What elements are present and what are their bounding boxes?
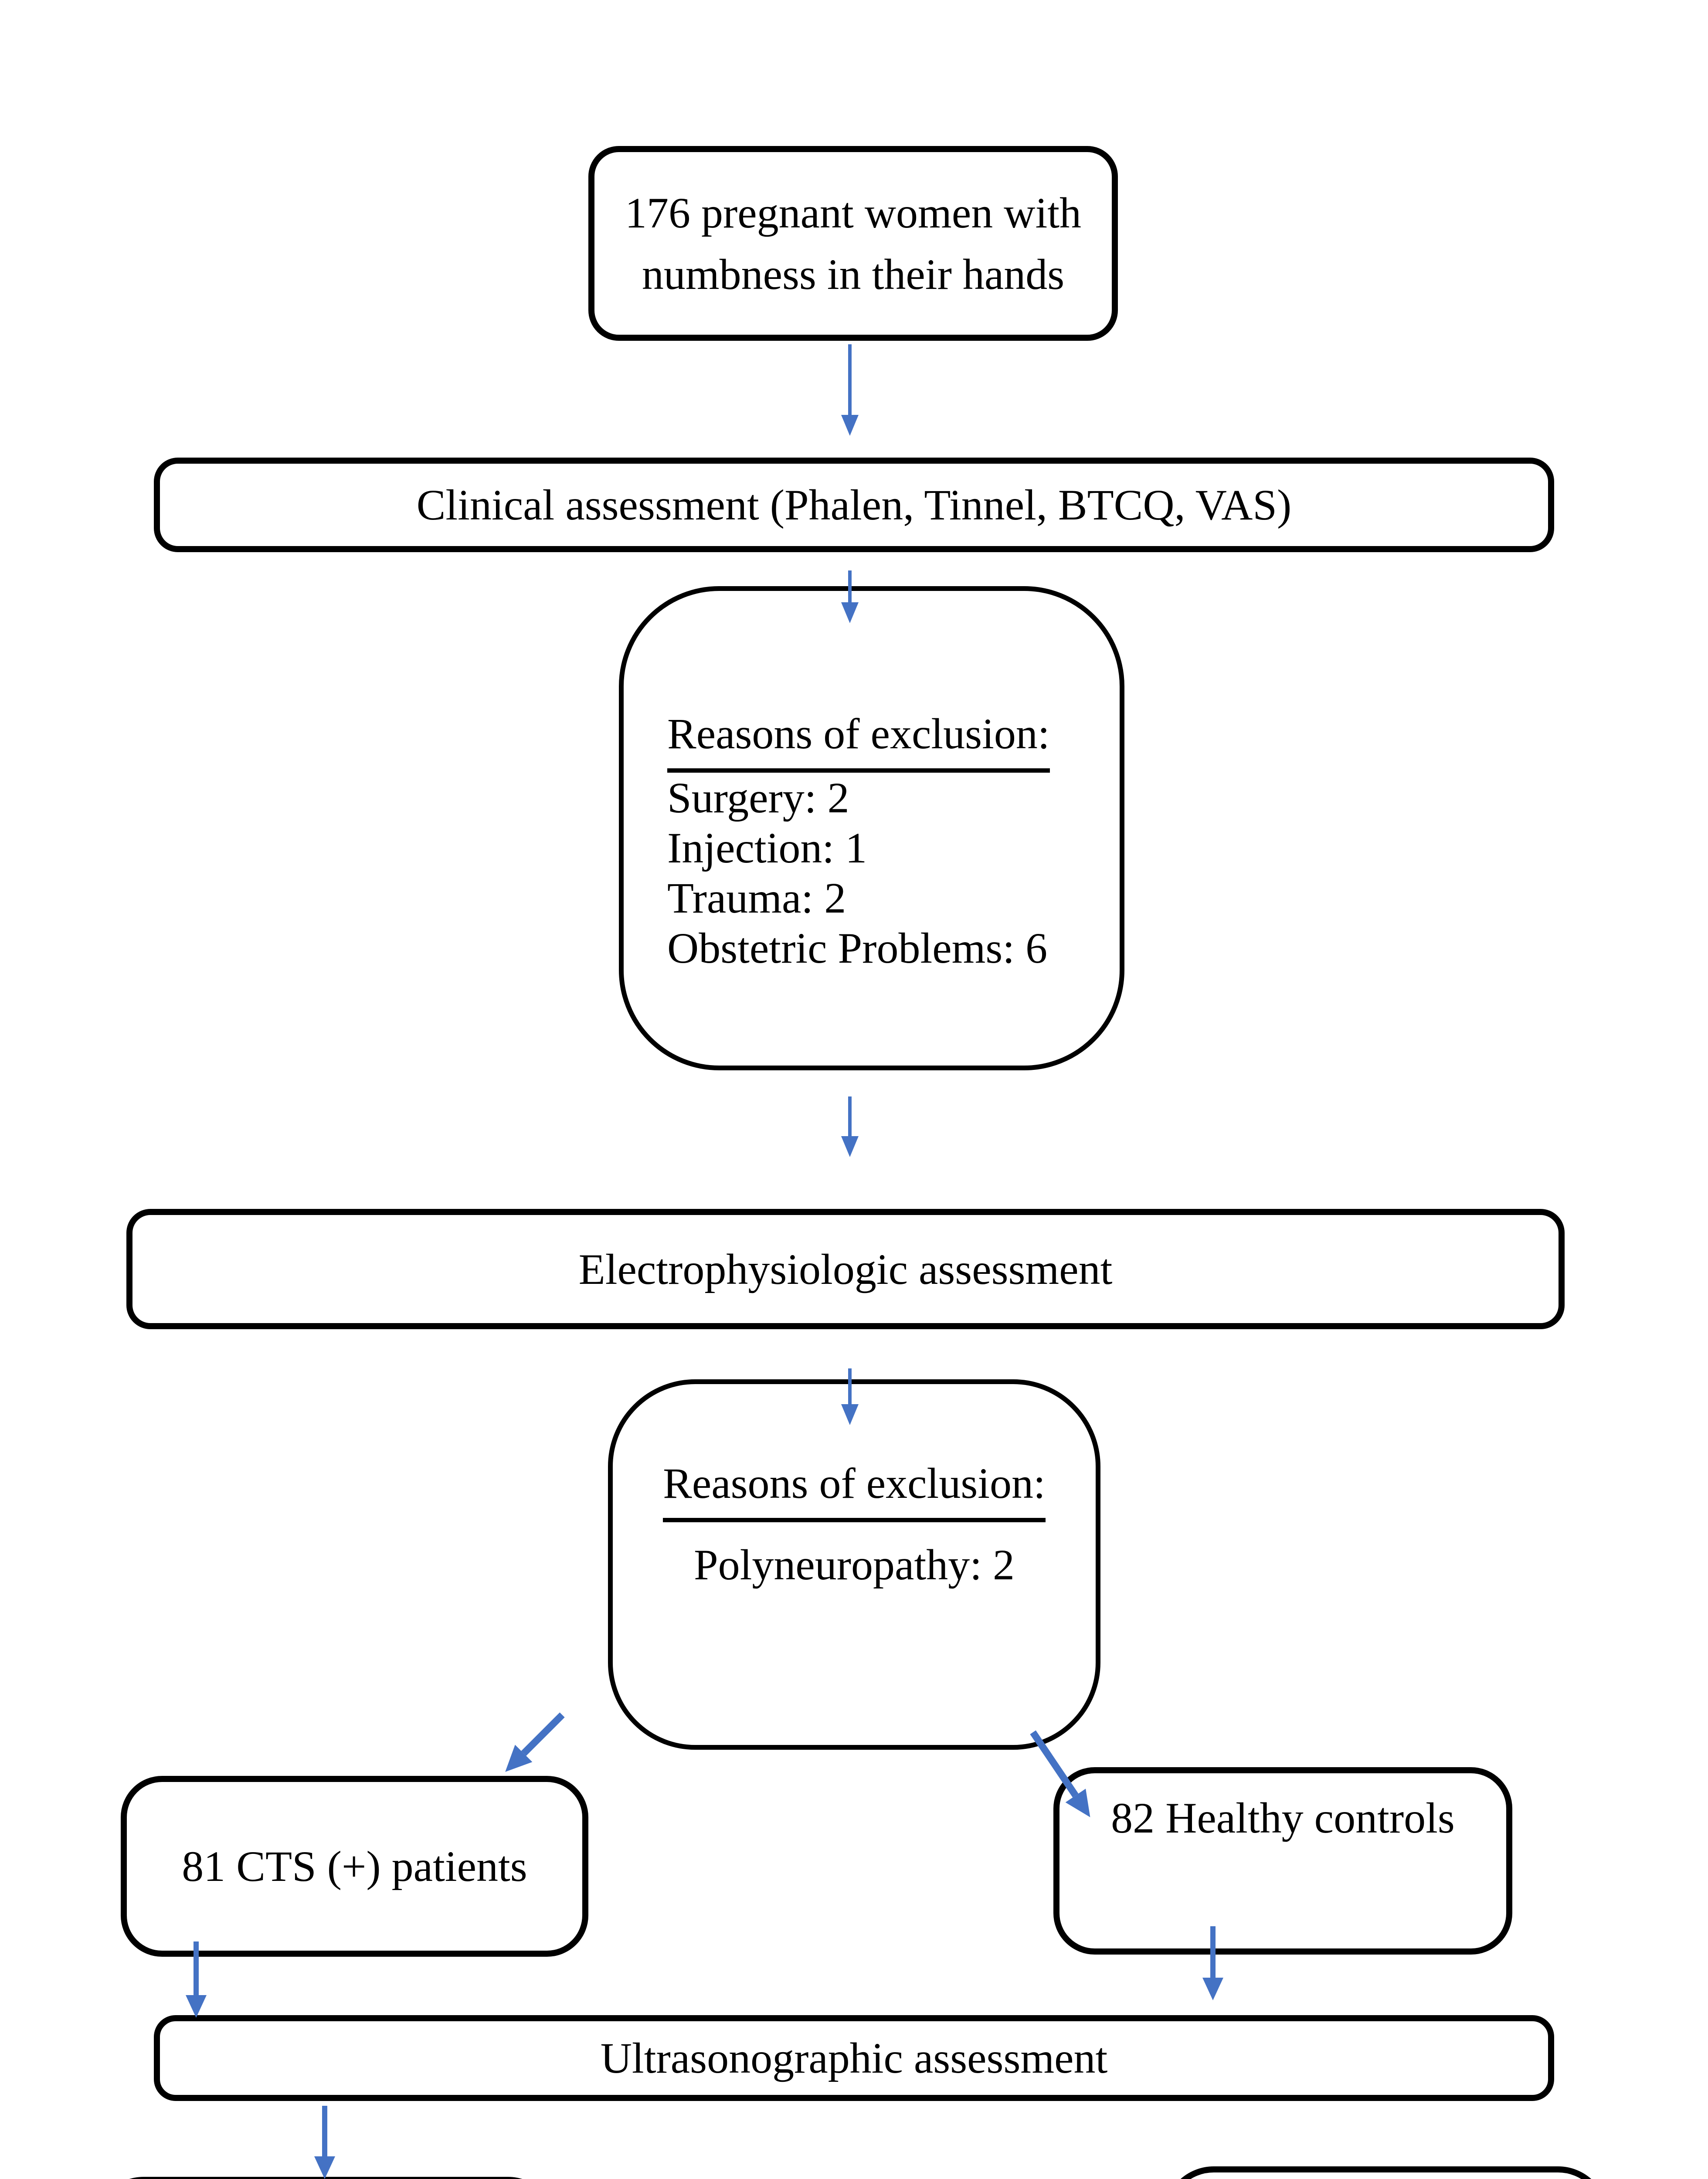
exclusion-item: Surgery: 2 xyxy=(667,774,849,822)
arrow-cts-to-ultrasound xyxy=(186,1941,207,2018)
arrow-electro-to-exclusion xyxy=(841,1368,859,1425)
clinical-assessment-label: Clinical assessment (Phalen, Tinnel, BTC… xyxy=(416,481,1292,529)
ultrasonographic-assessment-bar: Ultrasonographic assessment xyxy=(154,2015,1554,2101)
arrow-tail xyxy=(322,2106,327,2156)
arrow-tail xyxy=(521,1712,565,1756)
electrophysiologic-assessment-bar: Electrophysiologic assessment xyxy=(126,1209,1565,1329)
arrow-head-icon xyxy=(841,1404,859,1425)
arrow-tail xyxy=(1030,1730,1079,1798)
arrow-head-icon xyxy=(841,1136,859,1157)
exclusion-item: Injection: 1 xyxy=(667,824,867,872)
population-line-2: numbness in their hands xyxy=(642,250,1065,299)
exclusion-item: Obstetric Problems: 6 xyxy=(667,924,1048,972)
population-box: 176 pregnant women with numbness in thei… xyxy=(588,146,1118,341)
exclusion-heading: Reasons of exclusion: xyxy=(663,1458,1046,1522)
arrow-head-icon xyxy=(186,1995,207,2018)
arrow-head-icon xyxy=(314,2156,335,2179)
arrow-controls-to-ultrasound xyxy=(1202,1926,1223,2000)
electro-exclusion-box: Reasons of exclusion: Polyneuropathy: 2 xyxy=(608,1379,1100,1750)
exclusion-heading: Reasons of exclusion: xyxy=(667,709,1050,773)
arrow-tail xyxy=(194,1941,199,1995)
arrow-exclusion-to-electro xyxy=(841,1096,859,1157)
clinical-exclusion-box: Reasons of exclusion: Surgery: 2 Injecti… xyxy=(619,586,1124,1070)
exclusion-item: Trauma: 2 xyxy=(667,874,846,922)
arrow-head-icon xyxy=(841,602,859,623)
arrow-clinical-to-exclusion xyxy=(841,570,859,623)
electrophysiologic-assessment-label: Electrophysiologic assessment xyxy=(578,1245,1113,1293)
arrow-exclusion-to-cts xyxy=(496,1706,570,1781)
exclusion-item: Polyneuropathy: 2 xyxy=(693,1541,1015,1589)
arrow-tail xyxy=(848,1368,852,1404)
clinical-assessment-bar: Clinical assessment (Phalen, Tinnel, BTC… xyxy=(154,458,1554,552)
cts-patients-label: 81 CTS (+) patients xyxy=(182,1842,527,1891)
healthy-controls-label: 82 Healthy controls xyxy=(1111,1794,1455,1842)
cts-patients-box: 81 CTS (+) patients xyxy=(121,1776,588,1957)
arrow-head-icon xyxy=(1202,1978,1223,2000)
arrow-ultrasound-to-exclusion-left xyxy=(314,2106,335,2179)
healthy-controls-box: 82 Healthy controls xyxy=(1053,1767,1512,1955)
arrow-population-to-clinical xyxy=(841,344,859,436)
ultrasound-exclusion-right-box: Reasons of exclusion Bifid median nerve:… xyxy=(1164,2166,1608,2179)
arrow-tail xyxy=(848,570,852,602)
population-line-1: 176 pregnant women with xyxy=(625,188,1082,237)
arrow-tail xyxy=(848,344,852,415)
arrow-head-icon xyxy=(841,415,859,436)
arrow-tail xyxy=(848,1096,852,1136)
arrow-tail xyxy=(1210,1926,1216,1978)
ultrasonographic-assessment-label: Ultrasonographic assessment xyxy=(600,2034,1108,2082)
